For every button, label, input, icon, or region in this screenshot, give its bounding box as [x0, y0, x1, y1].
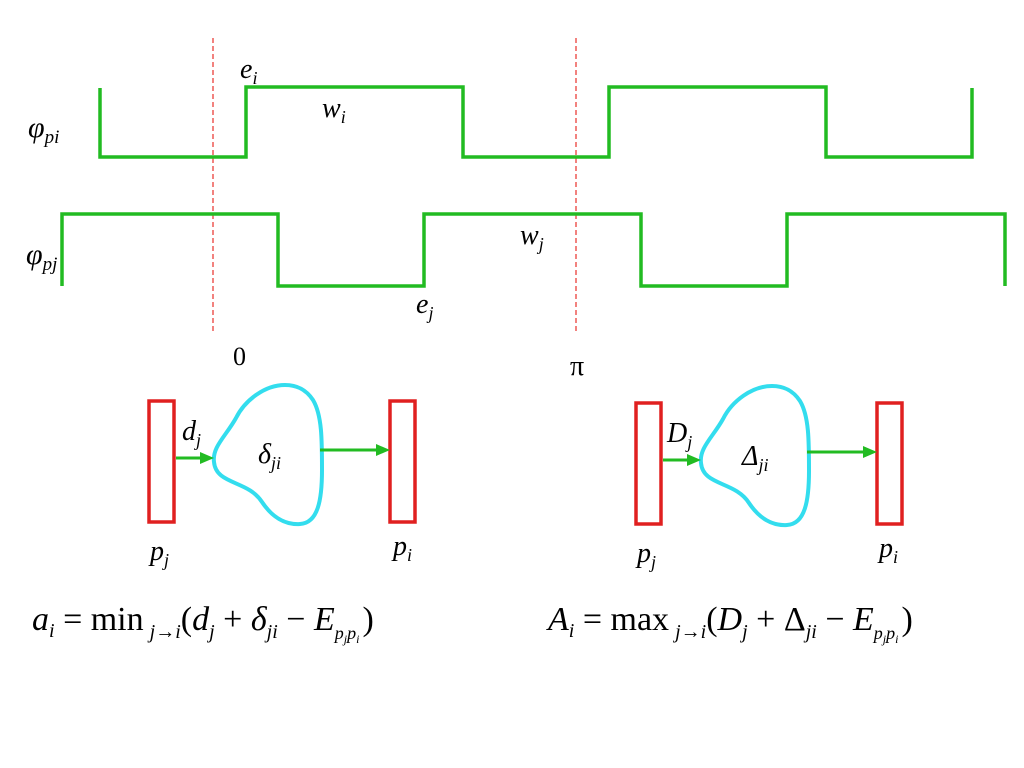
left-input-arrow-head [200, 452, 214, 464]
edge-label-w-j: wj [520, 220, 544, 254]
phi-pj-label: φpj [26, 238, 57, 275]
right-output-arrow-head [863, 446, 877, 458]
edge-label-w-i: wi [322, 93, 346, 127]
phi-pi-label: φpi [28, 111, 59, 148]
left-sink-register [388, 399, 417, 524]
left-blob-label: δji [258, 439, 281, 473]
left-source-label: pj [148, 536, 169, 570]
left-arrow-label: dj [182, 416, 201, 450]
right-blob-label: Δji [741, 441, 768, 475]
right-source-label: pj [635, 538, 656, 572]
left-source-register [147, 399, 176, 524]
right-source-register [634, 401, 663, 526]
left-output-arrow-head [376, 444, 390, 456]
right-sink-label: pi [877, 533, 898, 567]
left-sink-label: pi [391, 531, 412, 565]
waveform-phi-pi [98, 85, 974, 159]
axis-pi-label: π [570, 351, 584, 382]
right-sink-register [875, 401, 904, 526]
edge-label-e-i: ei [240, 54, 257, 88]
axis-zero-label: 0 [233, 342, 246, 371]
edge-label-e-j: ej [416, 289, 433, 323]
right-input-arrow-head [687, 454, 701, 466]
right-logic-cloud [698, 383, 812, 528]
waveform-phi-pj [60, 212, 1007, 288]
left-logic-cloud [211, 382, 325, 527]
right-arrow-label: Dj [666, 418, 692, 452]
